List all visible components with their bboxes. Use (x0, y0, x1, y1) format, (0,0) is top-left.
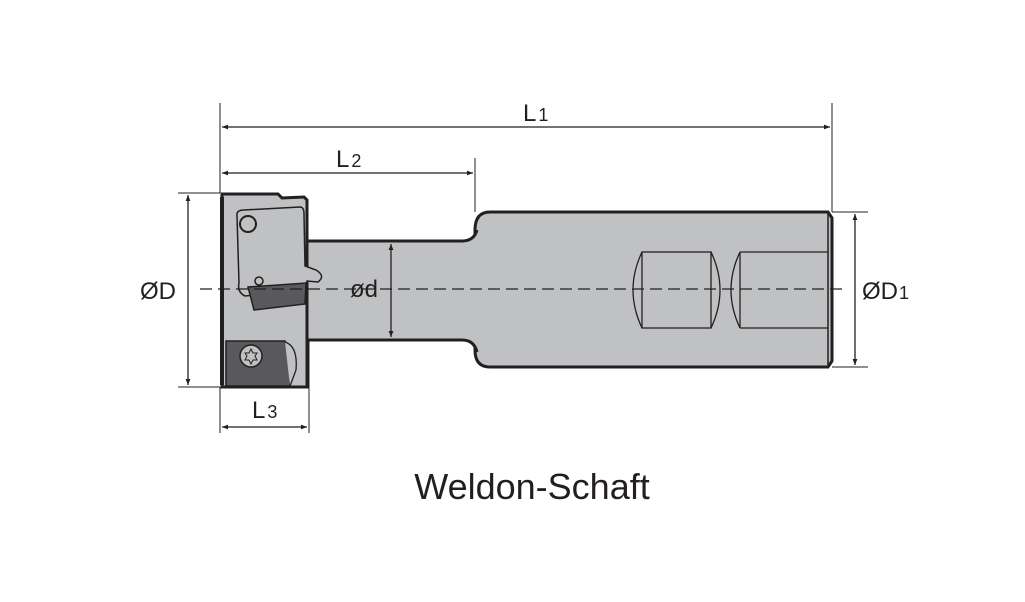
weldon-flat-2 (730, 251, 828, 329)
extension-lines (178, 103, 868, 433)
insert-seat-top (236, 206, 323, 311)
insert-bottom (225, 340, 297, 387)
label-d: ød (350, 276, 378, 303)
torx-screw-icon (239, 344, 263, 368)
weldon-flat-1 (632, 251, 721, 329)
cutting-insert (247, 282, 307, 311)
neck (300, 228, 479, 353)
label-D: ØD (140, 278, 176, 305)
cutter-head (220, 192, 323, 389)
dimension-lines (185, 124, 858, 430)
diagram-title: Weldon-Schaft (414, 466, 649, 507)
label-D1: ØD1 (862, 278, 909, 305)
